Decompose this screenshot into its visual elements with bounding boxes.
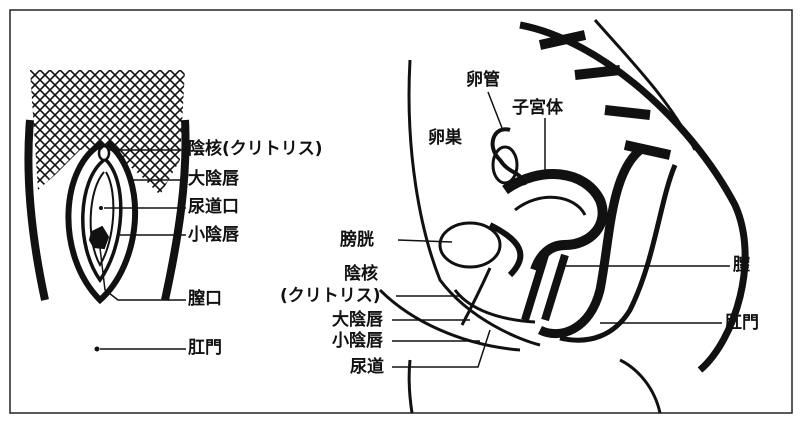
vaginal-opening-shape [90, 227, 108, 248]
urethral-opening-dot [99, 206, 103, 210]
vertebra-2 [575, 70, 620, 75]
leader-fallopian-tube [488, 92, 502, 128]
urethra-shape [462, 268, 490, 325]
label-ovary: 卵巣 [428, 130, 462, 147]
label-labia-minora: 小陰唇 [188, 227, 239, 244]
buttock-outline [620, 360, 660, 413]
leader-urethra-side [392, 330, 490, 367]
label-labia-majora-side: 大陰唇 [332, 312, 383, 329]
label-fallopian-tube: 卵管 [466, 72, 500, 89]
label-vaginal-opening: 膣口 [188, 291, 222, 308]
label-urethra-side: 尿道 [350, 359, 384, 376]
uterine-cavity [515, 197, 585, 215]
vertebra-3 [605, 110, 650, 115]
label-clitoris: 陰核(クリトリス) [188, 141, 323, 158]
label-labia-majora: 大陰唇 [188, 171, 239, 188]
label-bladder: 膀胱 [340, 232, 374, 249]
bladder-shape [440, 223, 500, 267]
label-labia-minora-side: 小陰唇 [332, 333, 383, 350]
anus-dot [95, 347, 100, 352]
front-view-drawing [28, 70, 186, 352]
label-uterus-body: 子宮体 [512, 100, 563, 117]
thigh-outline [409, 360, 412, 413]
label-anus: 肛門 [188, 340, 222, 357]
side-view-drawing [380, 20, 745, 413]
label-vagina: 膣 [733, 257, 750, 274]
vestibule-shape [91, 172, 114, 265]
vagina-back-wall [545, 255, 565, 320]
label-anus-side: 肛門 [725, 315, 759, 332]
label-urethral-opening: 尿道口 [188, 199, 239, 216]
label-clitoris-side-line1: 陰核 [344, 266, 378, 283]
leader-bladder [398, 240, 452, 242]
label-clitoris-side-line2: (クリトリス) [280, 288, 381, 305]
